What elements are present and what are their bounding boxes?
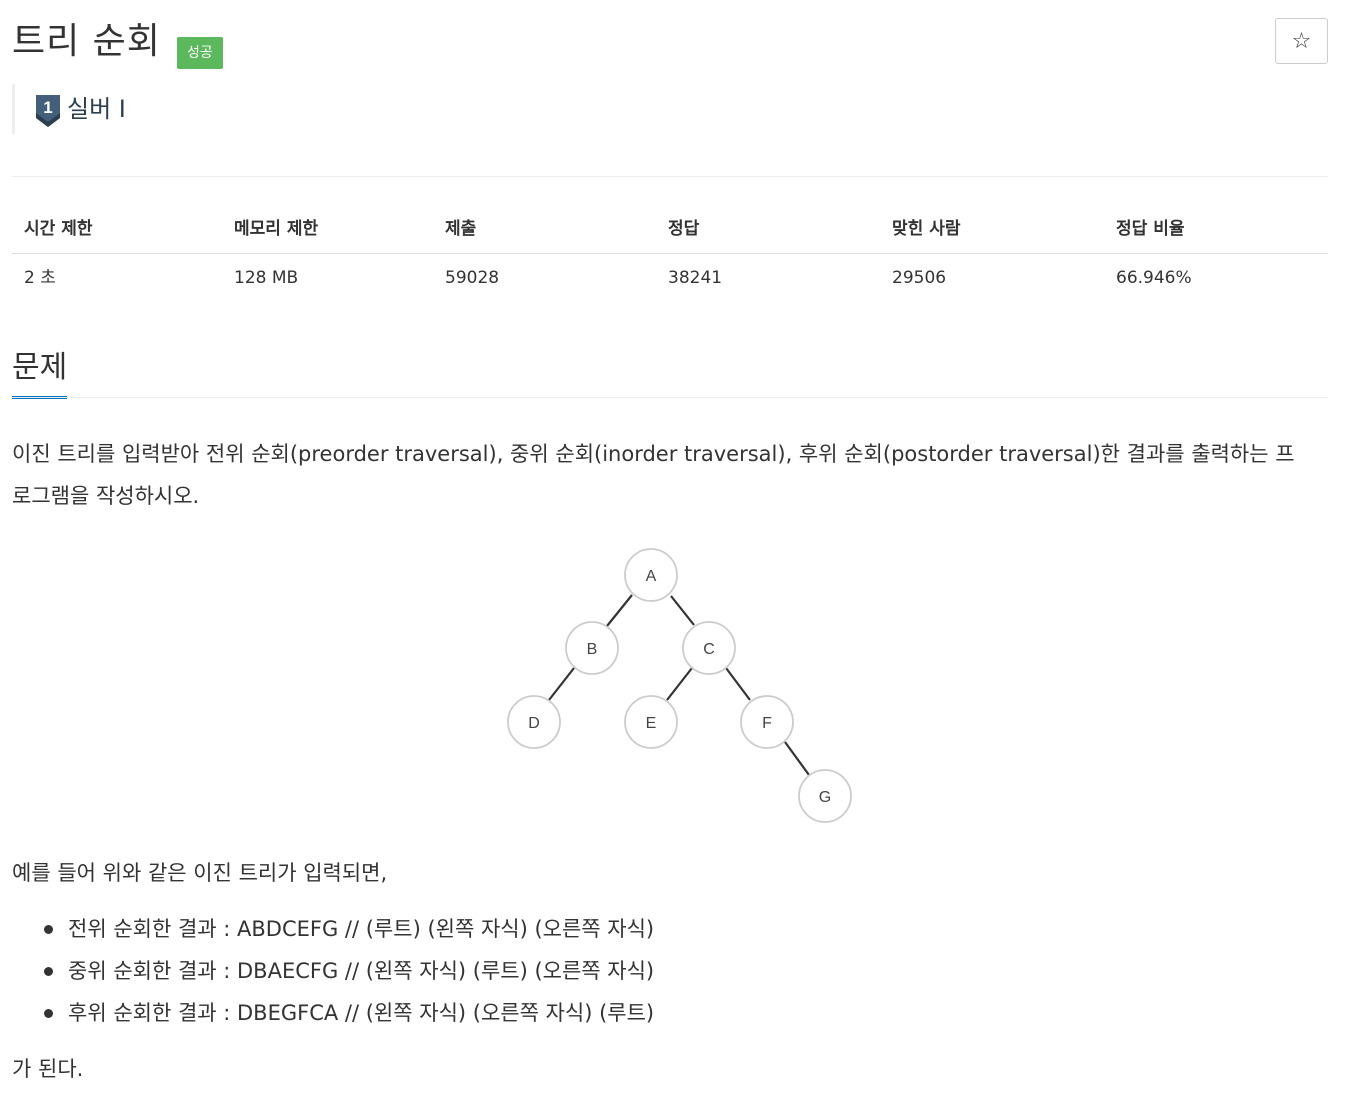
list-item: 전위 순회한 결과 : ABDCEFG // (루트) (왼쪽 자식) (오른쪽… (12, 908, 654, 950)
stat-header-time-limit: 시간 제한 (24, 219, 93, 239)
problem-title: 트리 순회 (12, 21, 161, 62)
tier-number: 1 (43, 98, 52, 117)
bullet-icon (44, 1009, 53, 1018)
tree-edges (548, 594, 810, 776)
node-d (507, 695, 561, 749)
bullet-icon (44, 967, 53, 976)
bullet-icon (44, 925, 53, 934)
traversal-result-list: 전위 순회한 결과 : ABDCEFG // (루트) (왼쪽 자식) (오른쪽… (12, 908, 654, 1034)
edge-c-f (725, 667, 751, 701)
binary-tree-diagram: A B C D E F G (507, 548, 852, 823)
stat-header-memory-limit: 메모리 제한 (234, 219, 319, 239)
stats-header-row: 시간 제한 메모리 제한 제출 정답 맞힌 사람 정답 비율 (12, 205, 1328, 254)
stat-solved-users[interactable]: 29506 (892, 268, 947, 288)
edge-a-b (606, 594, 633, 627)
node-label-g: G (819, 789, 831, 806)
stats-value-row: 2 초 128 MB 59028 38241 29506 66.946% (12, 254, 1328, 302)
star-icon: ☆ (1291, 28, 1312, 54)
node-g (798, 769, 852, 823)
section-divider (12, 397, 1328, 398)
node-a (624, 548, 678, 602)
postorder-result: 후위 순회한 결과 : DBEGFCA // (왼쪽 자식) (오른쪽 자식) … (68, 1001, 655, 1025)
list-item: 후위 순회한 결과 : DBEGFCA // (왼쪽 자식) (오른쪽 자식) … (12, 992, 654, 1034)
tier-label[interactable]: 실버 I (67, 95, 126, 123)
edge-f-g (784, 741, 810, 776)
edge-c-e (666, 667, 693, 701)
list-item: 중위 순회한 결과 : DBAECFG // (왼쪽 자식) (루트) (오른쪽… (12, 950, 654, 992)
stat-accepted[interactable]: 38241 (668, 268, 723, 288)
description-outro: 가 된다. (12, 1057, 84, 1081)
node-e (624, 695, 678, 749)
description-line-2: 로그램을 작성하시오. (12, 484, 200, 508)
edge-b-d (548, 667, 575, 701)
node-label-b: B (587, 641, 598, 658)
node-label-a: A (646, 568, 657, 585)
problem-stats-table: 시간 제한 메모리 제한 제출 정답 맞힌 사람 정답 비율 2 초 128 M… (12, 205, 1328, 302)
node-b (565, 621, 619, 675)
favorite-button[interactable]: ☆ (1275, 18, 1328, 64)
description-line-1: 이진 트리를 입력받아 전위 순회(preorder traversal), 중… (12, 442, 1295, 466)
tier-info: 1 실버 I (12, 84, 415, 134)
edge-a-c (670, 595, 695, 626)
node-c (682, 621, 736, 675)
section-title-problem: 문제 (12, 346, 68, 399)
problem-header: 트리 순회 성공 ☆ (12, 18, 1328, 69)
stat-accept-ratio: 66.946% (1116, 268, 1192, 288)
stat-header-solved-users: 맞힌 사람 (892, 219, 961, 239)
stat-header-accepted: 정답 (668, 219, 700, 239)
node-label-d: D (528, 715, 540, 732)
node-label-c: C (703, 641, 715, 658)
stat-time-limit: 2 초 (24, 268, 56, 288)
node-f (740, 695, 794, 749)
status-badge: 성공 (177, 37, 223, 69)
stat-memory-limit: 128 MB (234, 268, 299, 288)
node-label-f: F (762, 715, 772, 732)
preorder-result: 전위 순회한 결과 : ABDCEFG // (루트) (왼쪽 자식) (오른쪽… (68, 917, 655, 941)
example-intro: 예를 들어 위와 같은 이진 트리가 입력되면, (12, 861, 388, 885)
stat-header-accept-ratio: 정답 비율 (1116, 219, 1185, 239)
divider (12, 176, 1328, 177)
stat-header-submissions: 제출 (445, 219, 477, 239)
tier-badge-icon[interactable]: 1 (35, 94, 61, 128)
tree-nodes (507, 548, 852, 823)
problem-description: 이진 트리를 입력받아 전위 순회(preorder traversal), 중… (12, 433, 1328, 517)
node-label-e: E (646, 715, 657, 732)
inorder-result: 중위 순회한 결과 : DBAECFG // (왼쪽 자식) (루트) (오른쪽… (68, 959, 655, 983)
stat-submissions[interactable]: 59028 (445, 268, 500, 288)
